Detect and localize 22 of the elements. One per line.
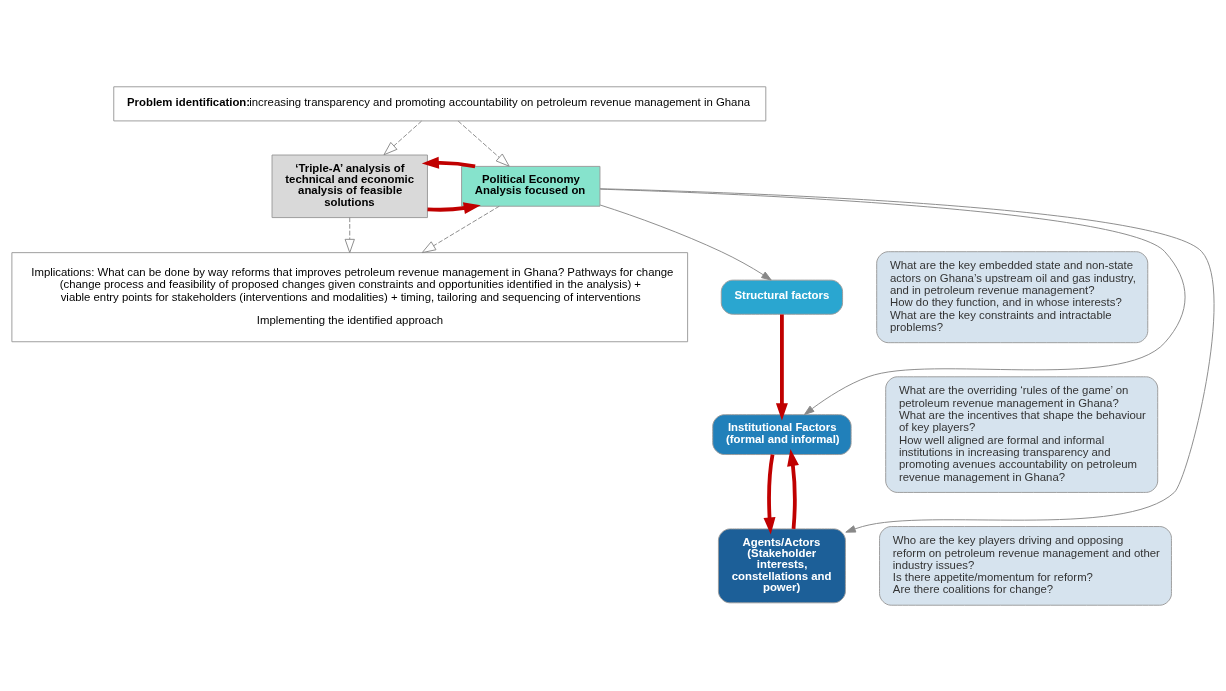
arrow [599, 188, 1186, 415]
arrow [457, 120, 510, 167]
arrow [787, 448, 799, 529]
arrow [599, 187, 1215, 533]
arrow [775, 314, 788, 420]
node-box: ‘Triple-A’ analysis of technical and economic analysis of feasible solutions [271, 154, 428, 218]
arrow [599, 204, 772, 281]
node-box: What are the overriding ‘rules of the game’ on petroleum revenue management in Ghana? What are the incentives that shape the behaviour of key players? How well aligned are formal and informal institutions in increasing transparency and promoting avenues accountability on petroleum revenue management in Ghana? [885, 375, 1159, 493]
node-box: Who are the key players driving and opposing reform on petroleum revenue management and other industry issues? Is there appetite/momentum for reform? Are there coalitions for change? [879, 525, 1172, 606]
arrow [383, 120, 423, 155]
node-box: Implications: What can be done by way reforms that improves petroleum revenue management in Ghana? Pathways for change (change process and feasibility of proposed changes given constraints and opportunities identified in the analysis) + viable entry points for stakeholders (interventions and modalities) + timing, tailoring and sequencing of interventions Implementing the identified approach [11, 251, 689, 342]
node-box: Institutional Factors (formal and informal) [712, 413, 852, 455]
node-box: What are the key embedded state and non-state actors on Ghana’s upstream oil and gas industry, and in petroleum revenue management? How do they function, and in whose interests? What are the key constraints and intractable problems? [876, 250, 1149, 343]
arrow [763, 453, 776, 535]
arrow [421, 156, 476, 169]
node-box: Problem identification:increasing transparency and promoting accountability on petroleum revenue management in Ghana [113, 85, 767, 121]
arrow [427, 201, 481, 214]
arrow [344, 216, 355, 253]
node-box: Structural factors [720, 279, 844, 315]
node-box: Political Economy Analysis focused on [461, 165, 601, 207]
arrow [421, 205, 500, 253]
node-box: Agents/Actors (Stakeholder interests, constellations and power) [717, 527, 846, 603]
